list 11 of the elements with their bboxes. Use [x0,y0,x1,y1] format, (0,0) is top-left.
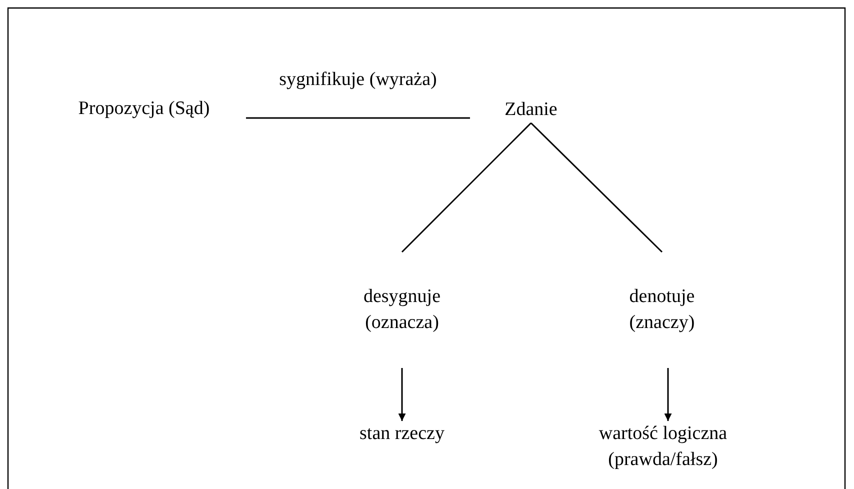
arrow [398,368,406,421]
node-label: stan rzeczy [358,422,446,446]
node-label: wartość logiczna (prawda/fałsz) [598,422,728,472]
node-label: Propozycja (Sąd) [77,97,211,121]
node-label: Zdanie [504,98,558,122]
arrow [664,368,672,421]
connector-line [246,117,470,119]
node-label: desygnuje (oznacza) [362,285,442,335]
connector-line [401,122,532,253]
connector-line [530,122,663,253]
node-label: denotuje (znaczy) [628,285,696,335]
